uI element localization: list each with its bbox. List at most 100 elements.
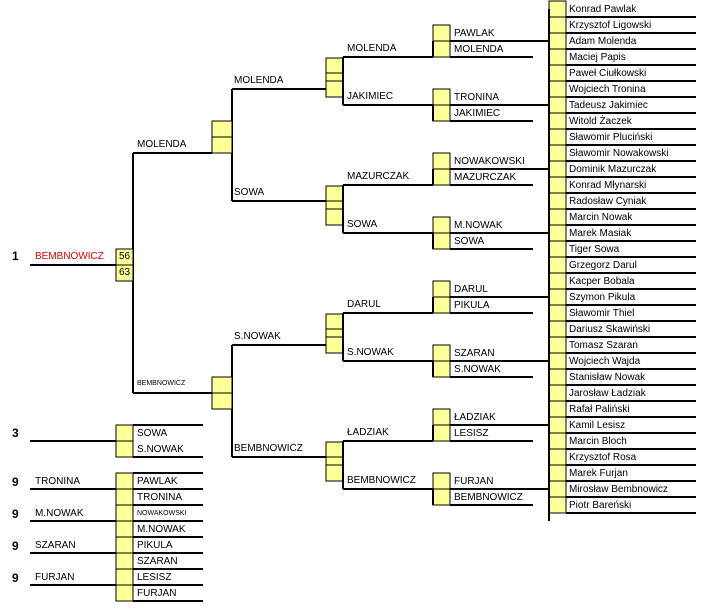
final-score: 63 [118,267,131,278]
r1-player: Dominik Mazurczak [569,164,657,175]
r1-box [548,384,567,402]
third-box [115,424,134,442]
r1-player: Sławomir Thiel [569,308,635,319]
ninth-box [115,472,134,490]
r1-box [548,240,567,258]
r2-box [432,408,451,426]
r1-box [548,288,567,306]
r1-player: Marcin Bloch [569,436,627,447]
r2-player: ŁADZIAK [454,412,496,423]
r4-box [211,392,233,410]
ninth-box [115,488,134,506]
r2-player: DARUL [454,284,488,295]
r1-box [548,64,567,82]
ninth-entrant: M.NOWAK [137,524,186,535]
r1-player: Marek Masiak [569,228,632,239]
ninth-winner: TRONINA [35,476,80,487]
r1-player: Radosław Cyniak [569,196,647,207]
r2-box [432,24,451,42]
r2-player: FURJAN [454,476,494,487]
r1-player: Marcin Nowak [569,212,633,223]
final-winner: BEMBNOWICZ [35,251,104,262]
r4-box [211,120,233,138]
r4-box [211,376,233,394]
r2-box [432,472,451,490]
r1-box [548,256,567,274]
r2-player: PAWLAK [454,28,495,39]
r1-box [548,400,567,418]
r1-player: Konrad Pawlak [569,4,637,15]
r2-player: NOWAKOWSKI [454,156,525,167]
r2-box [432,104,451,122]
r2-player: PIKULA [454,300,490,311]
r3-box [325,80,344,98]
r1-player: Piotr Bareński [569,500,632,511]
r1-player: Mirosław Bembnowicz [569,484,668,495]
ninth-winner: M.NOWAK [35,508,84,519]
r3-box [325,313,344,331]
r1-box [548,432,567,450]
r1-player: Marek Furjan [569,468,628,479]
r1-player: Dariusz Skawiński [569,324,651,335]
third-entrant: S.NOWAK [137,444,184,455]
r1-player: Kacper Bobala [569,276,635,287]
r1-box [548,352,567,370]
ninth-place: 9 [12,475,19,489]
r3-player: BEMBNOWICZ [347,475,416,486]
ninth-box [115,520,134,538]
r1-player: Wojciech Wajda [569,356,641,367]
r2-player: MOLENDA [454,44,504,55]
r2-box [432,296,451,314]
r1-box [548,336,567,354]
r2-box [432,40,451,58]
r1-player: Tadeusz Jakimiec [569,100,648,111]
ninth-place: 9 [12,571,19,585]
r2-box [432,280,451,298]
r2-box [432,88,451,106]
r1-box [548,112,567,130]
final-place: 1 [12,249,19,263]
ninth-winner: FURJAN [35,572,75,583]
ninth-place: 9 [12,507,19,521]
r2-player: BEMBNOWICZ [454,492,523,503]
r2-player: S.NOWAK [454,364,501,375]
r2-player: JAKIMIEC [454,108,501,119]
r4-box [211,136,233,154]
r2-player: SZARAN [454,348,495,359]
r1-player: Wojciech Tronina [569,84,646,95]
r1-box [548,416,567,434]
r1-player: Jarosław Ładziak [569,388,646,399]
r1-player: Witold Żaczek [569,116,632,127]
r1-player: Maciej Papis [569,52,626,63]
r2-box [432,168,451,186]
r1-box [548,480,567,498]
r1-box [548,128,567,146]
r1-box [548,208,567,226]
semi-player: BEMBNOWICZ [137,380,186,387]
r3-box [325,464,344,482]
r2-box [432,424,451,442]
ninth-box [115,504,134,522]
r1-box [548,32,567,50]
ninth-box [115,568,134,586]
ninth-box [115,536,134,554]
r1-player: Szymon Pikula [569,292,636,303]
r3-box [325,57,344,75]
semi-player: MOLENDA [137,139,187,150]
ninth-entrant: LESISZ [137,572,172,583]
r1-box [548,224,567,242]
r2-player: MAZURCZAK [454,172,517,183]
r1-box [548,320,567,338]
r2-player: M.NOWAK [454,220,503,231]
r2-box [432,488,451,506]
r2-player: SOWA [454,236,485,247]
ninth-winner: SZARAN [35,540,76,551]
r1-player: Stanisław Nowak [569,372,646,383]
ninth-entrant: TRONINA [137,492,182,503]
r1-player: Sławomir Nowakowski [569,148,669,159]
r1-box [548,48,567,66]
final-score: 56 [118,251,131,262]
r1-player: Grzegorz Darul [569,260,637,271]
r4-player: BEMBNOWICZ [234,443,303,454]
